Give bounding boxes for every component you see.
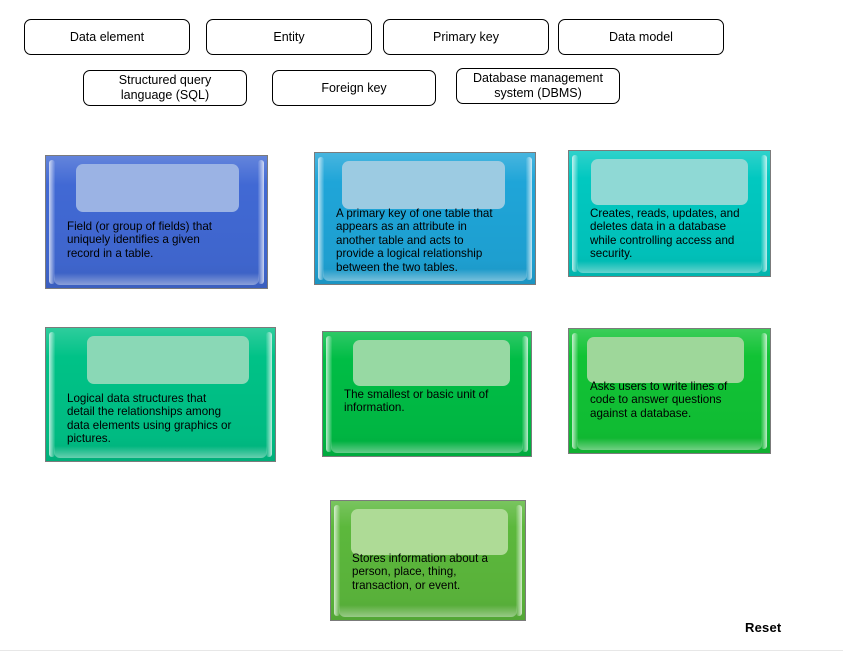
definition-card-4: The smallest or basic unit of informatio… — [322, 331, 532, 457]
definition-text-2: Creates, reads, updates, and deletes dat… — [590, 207, 740, 261]
answer-dropzone-4[interactable] — [353, 340, 510, 386]
definition-text-6: Stores information about a person, place… — [352, 552, 488, 592]
answer-dropzone-1[interactable] — [342, 161, 505, 209]
term-chip-6[interactable]: Database management system (DBMS) — [456, 68, 620, 104]
footer-divider — [0, 650, 843, 651]
definition-card-2: Creates, reads, updates, and deletes dat… — [568, 150, 771, 277]
term-chip-3[interactable]: Data model — [558, 19, 724, 55]
definition-card-1: A primary key of one table that appears … — [314, 152, 536, 285]
definition-card-0: Field (or group of fields) that uniquely… — [45, 155, 268, 289]
answer-dropzone-0[interactable] — [76, 164, 239, 212]
definition-text-0: Field (or group of fields) that uniquely… — [67, 220, 212, 260]
answer-dropzone-3[interactable] — [87, 336, 249, 384]
term-chip-0[interactable]: Data element — [24, 19, 190, 55]
reset-button[interactable]: Reset — [745, 620, 782, 635]
definition-card-5: Asks users to write lines of code to ans… — [568, 328, 771, 454]
answer-dropzone-5[interactable] — [587, 337, 744, 383]
definition-text-1: A primary key of one table that appears … — [336, 207, 493, 274]
definition-text-5: Asks users to write lines of code to ans… — [590, 380, 728, 420]
answer-dropzone-2[interactable] — [591, 159, 748, 205]
answer-dropzone-6[interactable] — [351, 509, 508, 555]
definition-card-3: Logical data structures that detail the … — [45, 327, 276, 462]
definition-card-6: Stores information about a person, place… — [330, 500, 526, 621]
term-chip-5[interactable]: Foreign key — [272, 70, 436, 106]
term-chip-1[interactable]: Entity — [206, 19, 372, 55]
definition-text-3: Logical data structures that detail the … — [67, 392, 232, 446]
term-chip-2[interactable]: Primary key — [383, 19, 549, 55]
term-chip-4[interactable]: Structured query language (SQL) — [83, 70, 247, 106]
definition-text-4: The smallest or basic unit of informatio… — [344, 388, 489, 415]
